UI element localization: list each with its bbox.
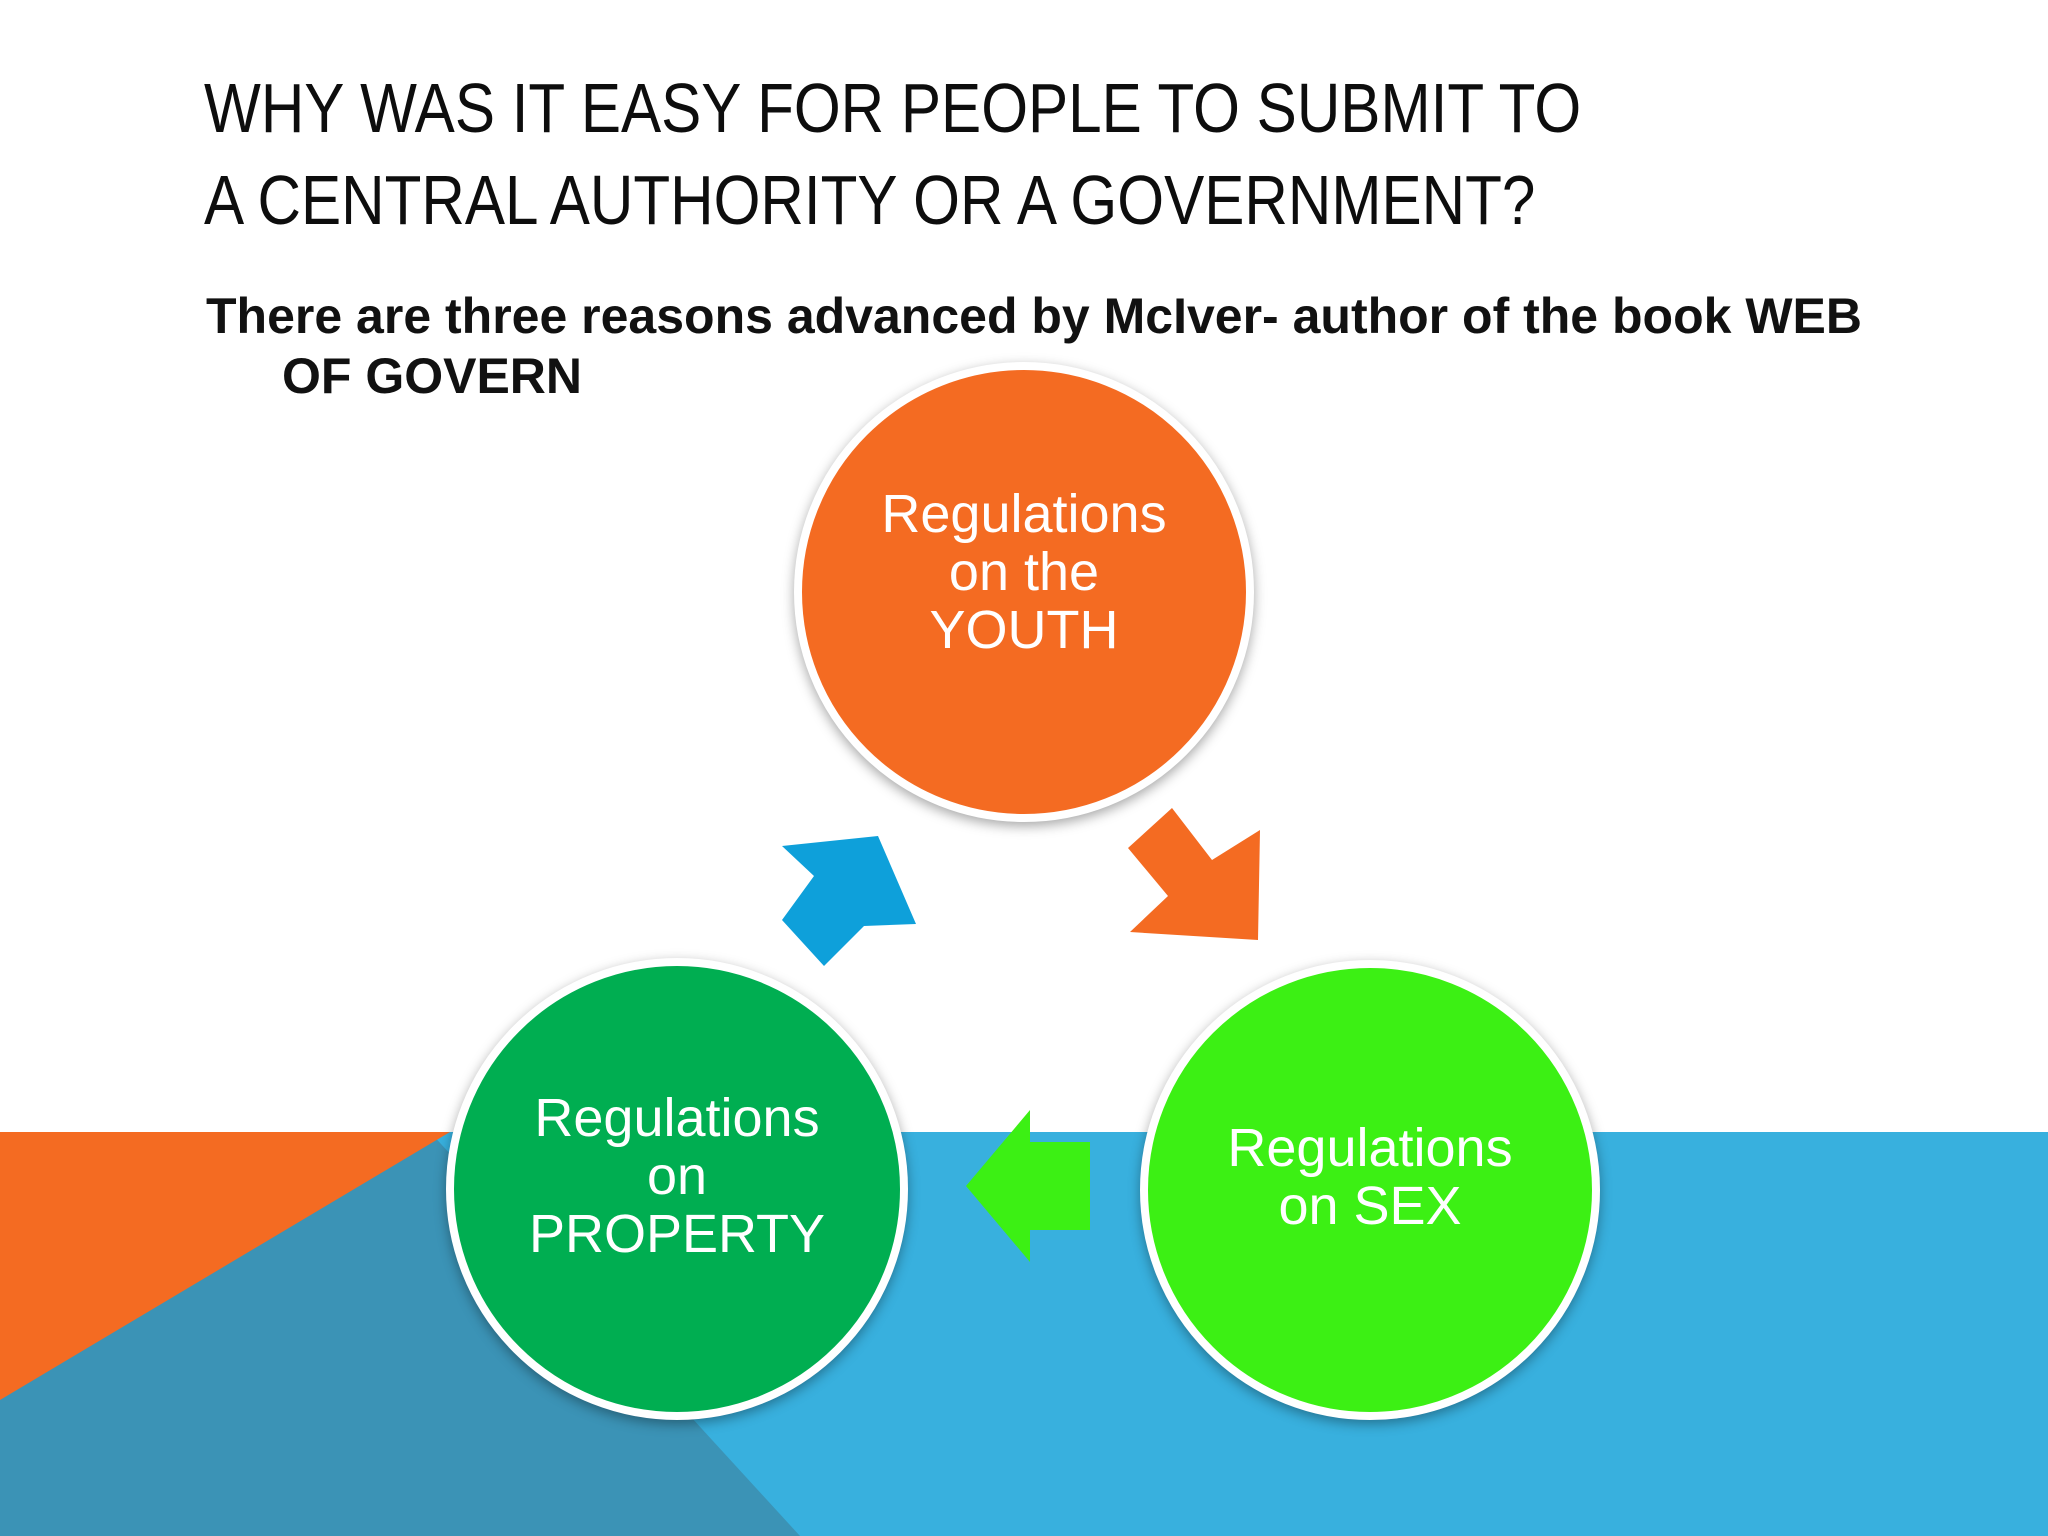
node-regulations-property-label: Regulations on PROPERTY [528,1088,826,1264]
slide-title-line-1: Why was it easy for people to submit to [204,69,1582,147]
node-regulations-sex: Regulations on SEX [1140,960,1600,1420]
arrow-property-to-youth [782,836,916,966]
node-regulations-youth-label: Regulations on the YOUTH [881,484,1167,660]
node-regulations-sex-label: Regulations on SEX [1227,1118,1513,1236]
arrow-youth-to-sex [1128,808,1260,940]
node-regulations-youth: Regulations on the YOUTH [794,362,1254,822]
slide-title: Why was it easy for people to submit to … [204,62,1683,246]
arrow-sex-to-property [966,1110,1090,1262]
node-regulations-property: Regulations on PROPERTY [446,958,908,1420]
slide-subtitle: There are three reasons advanced by McIv… [206,288,1862,404]
slide-title-line-2: a central authority or a government? [204,161,1536,239]
background-orange-triangle [0,1132,450,1400]
